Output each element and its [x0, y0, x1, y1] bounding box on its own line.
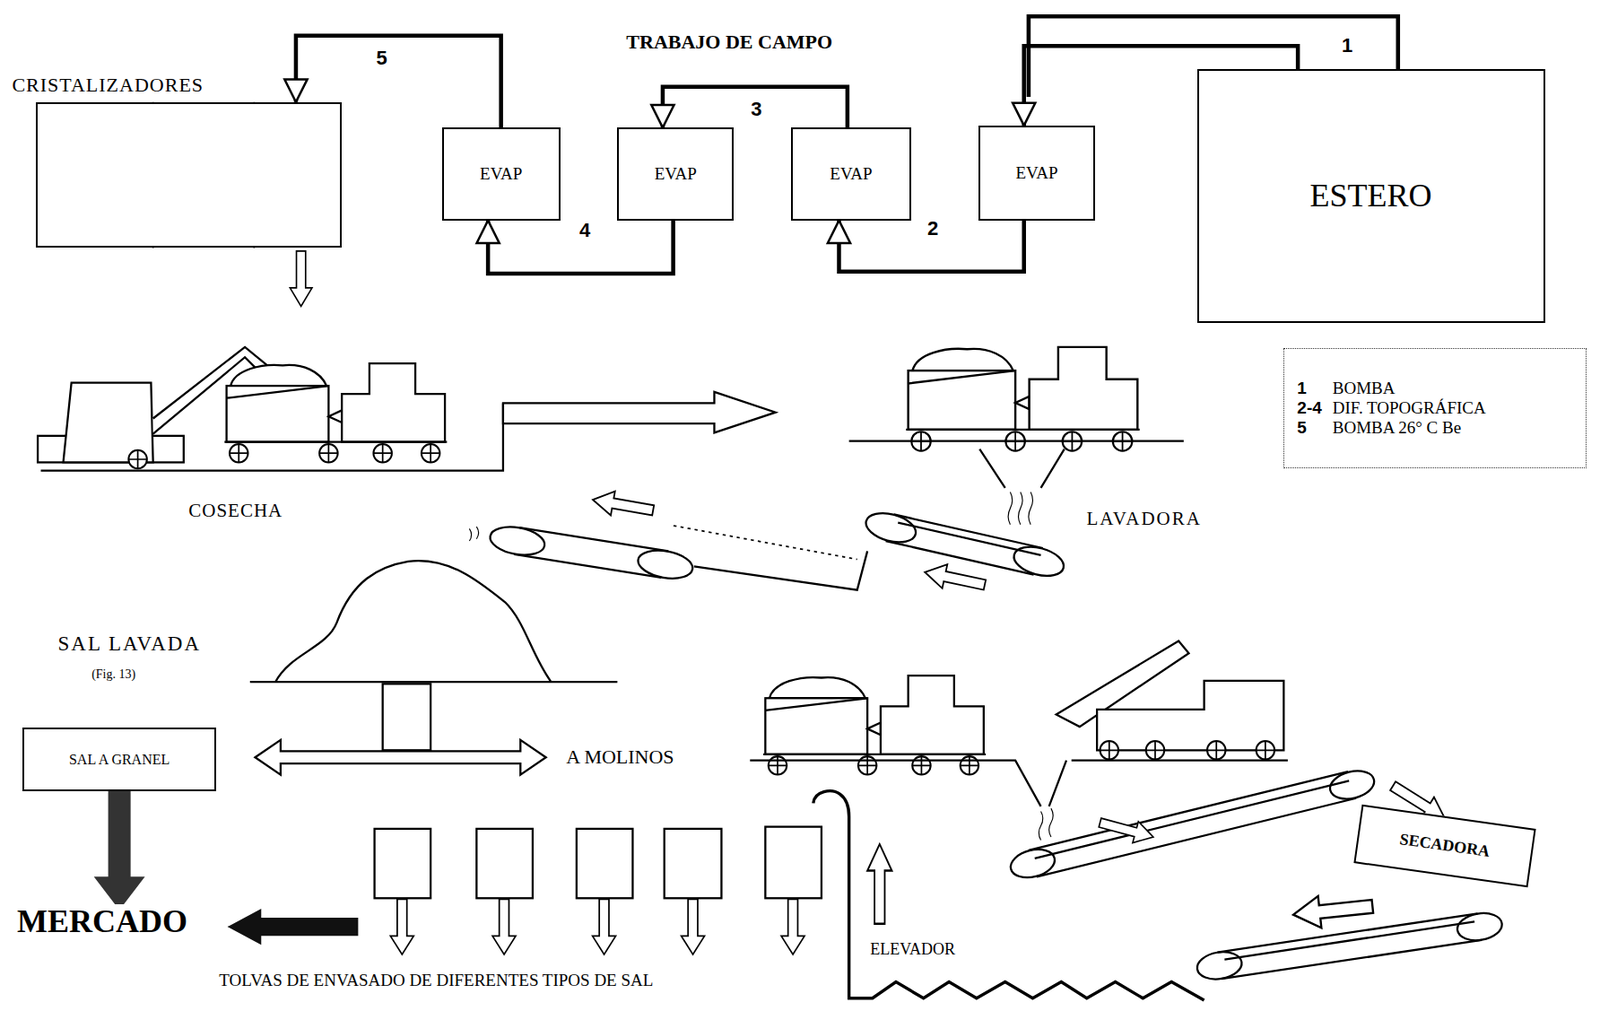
section-title: TRABAJO DE CAMPO — [624, 31, 835, 53]
legend-text: BOMBA — [1332, 378, 1487, 399]
box-label: SAL A GRANEL — [69, 751, 170, 768]
stage-label: ELEVADOR — [868, 940, 957, 959]
stage-label: A MOLINOS — [564, 746, 676, 768]
callout-number: 4 — [577, 219, 592, 242]
legend-box: 1 BOMBA 2-4 DIF. TOPOGRÁFICA 5 BOMBA 26° C Be — [1283, 347, 1587, 469]
flow-connector — [662, 86, 848, 129]
stage-label: SAL LAVADA — [56, 632, 204, 655]
stage-label: COSECHA — [186, 500, 285, 522]
callout-number: 5 — [374, 47, 390, 70]
process-box: EVAP — [442, 127, 561, 221]
process-box: SAL A GRANEL — [22, 727, 217, 792]
crystallizer-box: CRISTALIZADORES — [35, 102, 342, 249]
box-label: EVAP — [1015, 163, 1058, 183]
legend-text: BOMBA 26° C Be — [1332, 417, 1487, 438]
figure-ref: (Fig. 13) — [89, 667, 138, 681]
callout-number: 2 — [925, 217, 940, 240]
stage-label: TOLVAS DE ENVASADO DE DIFERENTES TIPOS D… — [217, 971, 655, 991]
callout-number: 3 — [748, 98, 764, 121]
process-box: EVAP — [791, 127, 912, 221]
legend-number: 1 — [1296, 378, 1322, 399]
legend-number: 2-4 — [1296, 398, 1322, 418]
stage-label: LAVADORA — [1084, 508, 1203, 530]
box-label: SECADORA — [1399, 830, 1492, 862]
box-label: EVAP — [479, 164, 522, 184]
destination-label: MERCADO — [15, 904, 190, 940]
box-label: ESTERO — [1310, 176, 1433, 215]
legend-text: DIF. TOPOGRÁFICA — [1332, 398, 1487, 418]
callout-number: 1 — [1339, 34, 1355, 57]
process-box: SECADORA — [1354, 804, 1537, 888]
process-box: ESTERO — [1197, 69, 1546, 322]
process-box: EVAP — [978, 125, 1096, 221]
process-box: EVAP — [617, 127, 734, 221]
box-label: EVAP — [829, 164, 872, 184]
box-label: EVAP — [654, 164, 697, 184]
legend-number: 5 — [1296, 417, 1322, 438]
box-label: CRISTALIZADORES — [11, 73, 204, 97]
